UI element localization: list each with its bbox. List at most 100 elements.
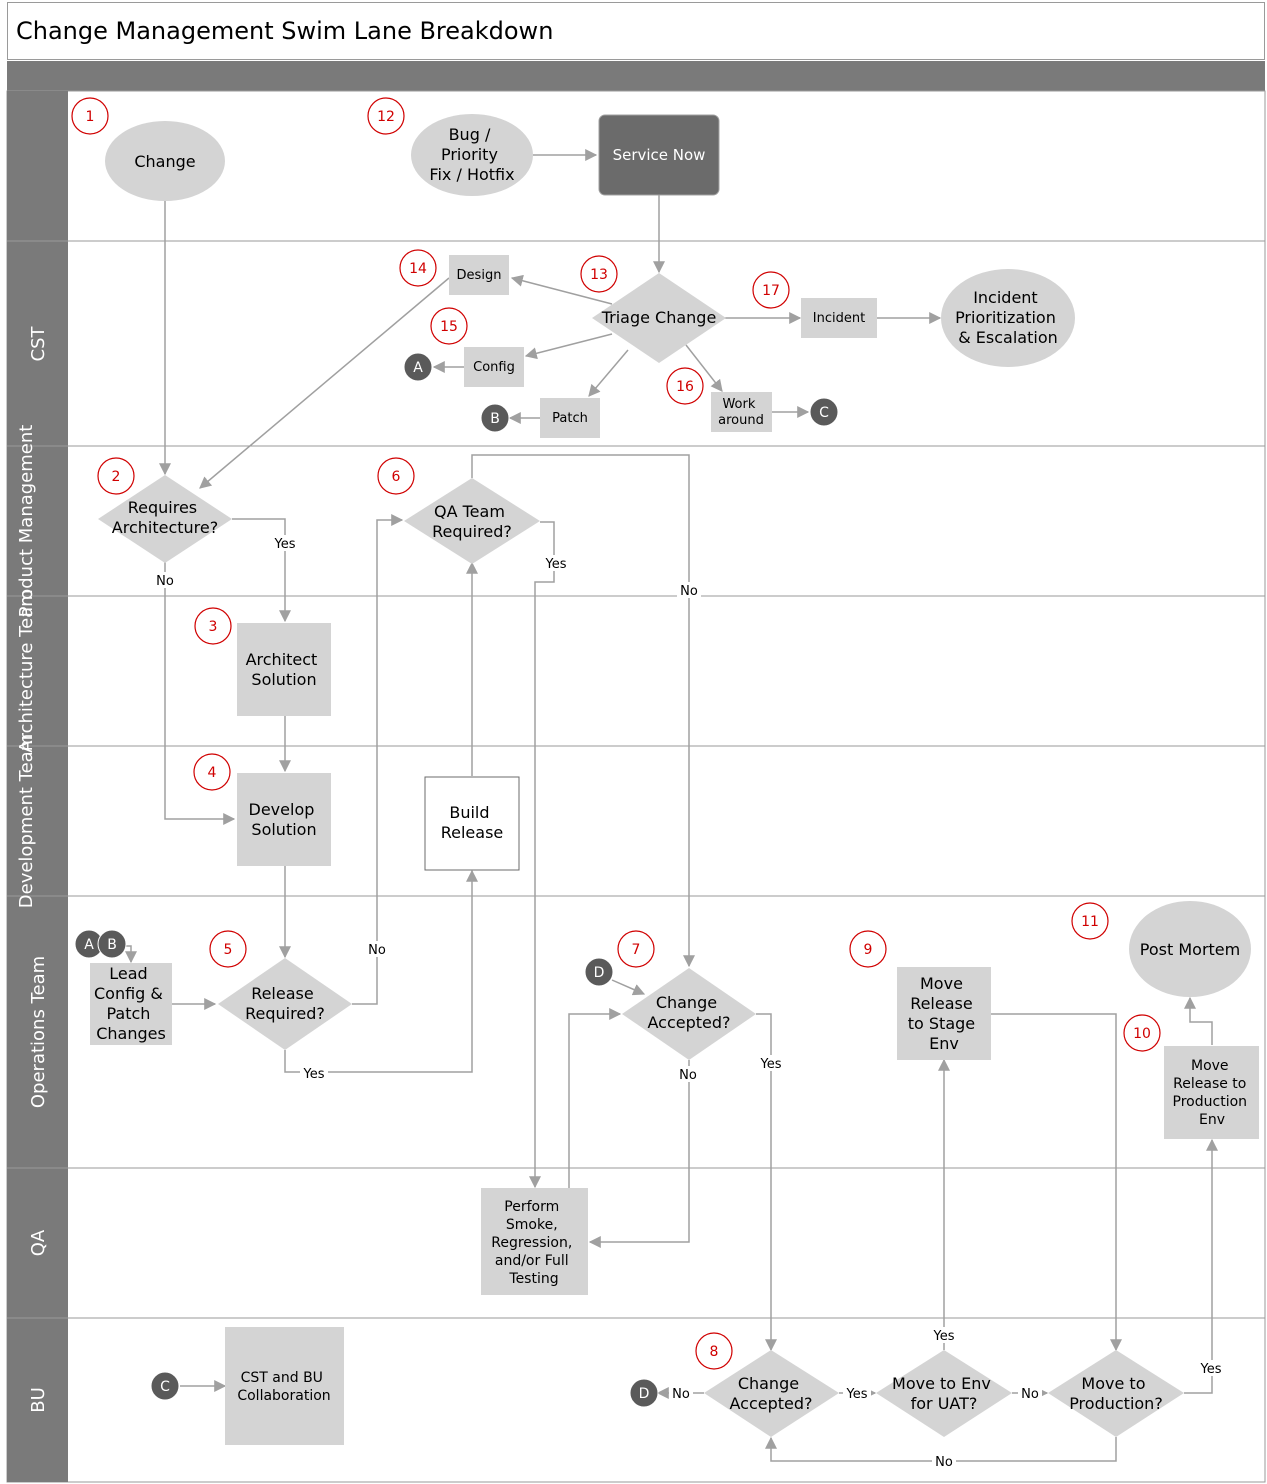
testing-line-1: Perform bbox=[504, 1199, 559, 1215]
step-badge-14: 14 bbox=[399, 249, 437, 287]
move-uat-line-2: for UAT? bbox=[911, 1394, 978, 1413]
testing-line-5: Testing bbox=[508, 1271, 558, 1287]
connector-b-ops bbox=[97, 929, 127, 959]
build-release-label: Build Release bbox=[441, 803, 504, 842]
connector-a-config bbox=[403, 352, 433, 382]
connector-d-bu-label: D bbox=[639, 1386, 650, 1402]
bug-fix-node bbox=[411, 114, 533, 196]
incident-prio-line-2: Prioritization bbox=[955, 308, 1056, 327]
build-release-node bbox=[424, 776, 520, 871]
release-required-node bbox=[218, 958, 352, 1050]
step-badge-5-text: 5 bbox=[224, 942, 233, 958]
change-accepted-ops-line-2: Accepted? bbox=[647, 1013, 730, 1032]
lead-config-line-3: Patch bbox=[106, 1004, 150, 1023]
label-no-release: No bbox=[368, 943, 386, 958]
incident-prio-line-1: Incident bbox=[973, 288, 1038, 307]
incident-prioritization-label: Incident Prioritization & Escalation bbox=[955, 288, 1061, 347]
step-badge-6-text: 6 bbox=[392, 469, 401, 485]
step-badge-1: 1 bbox=[71, 97, 109, 135]
move-production-env-label: Move Release to Production Env bbox=[1173, 1058, 1252, 1128]
lane-labels-column: CST Product Management Architecture Team… bbox=[7, 91, 68, 1482]
step-badge-13-text: 13 bbox=[590, 267, 608, 283]
requires-architecture-label: Requires Architecture? bbox=[112, 498, 218, 537]
move-stage-line-2: Release bbox=[910, 994, 973, 1013]
qa-team-required-label: QA Team Required? bbox=[432, 502, 512, 541]
step-badge-9-text: 9 bbox=[864, 942, 873, 958]
requires-arch-line-2: Architecture? bbox=[112, 518, 218, 537]
lane-label-architecture-team: Architecture Team bbox=[16, 589, 37, 753]
workaround-node bbox=[711, 392, 772, 432]
move-to-production-node bbox=[1048, 1350, 1184, 1437]
arrow-release-required-no bbox=[352, 514, 404, 1005]
arrow-requires-arch-no bbox=[164, 562, 236, 825]
move-prod-line-1: Move bbox=[1191, 1058, 1229, 1074]
step-badge-16-text: 16 bbox=[676, 379, 694, 395]
page-title: Change Management Swim Lane Breakdown bbox=[16, 17, 554, 45]
lane-label-cst: CST bbox=[28, 326, 49, 362]
label-yes-arch: Yes bbox=[274, 537, 296, 552]
step-badge-4: 4 bbox=[193, 753, 231, 791]
label-no-arch: No bbox=[156, 574, 174, 589]
change-accepted-ops-node bbox=[622, 968, 756, 1060]
move-uat-line-1: Move to Env bbox=[892, 1374, 991, 1393]
step-badge-3-text: 3 bbox=[209, 619, 218, 635]
incident-prio-line-3: & Escalation bbox=[958, 328, 1058, 347]
arrow-triage-to-workaround bbox=[685, 344, 723, 392]
step-badge-8: 8 bbox=[695, 1332, 733, 1370]
arrow-stage-to-move-production bbox=[991, 1013, 1122, 1352]
cst-bu-line-2: Collaboration bbox=[237, 1388, 330, 1404]
change-accepted-ops-label: Change Accepted? bbox=[647, 993, 730, 1032]
move-prod-line-3: Production bbox=[1173, 1094, 1247, 1110]
release-required-line-1: Release bbox=[251, 984, 314, 1003]
step-badge-6: 6 bbox=[377, 457, 415, 495]
connectors: A B C A B D C D bbox=[74, 352, 839, 1408]
step-badge-11-text: 11 bbox=[1081, 914, 1099, 930]
requires-arch-line-1: Requires bbox=[128, 498, 197, 517]
architect-line-1: Architect bbox=[246, 650, 318, 669]
lead-config-line-4: Changes bbox=[96, 1024, 166, 1043]
config-label: Config bbox=[473, 360, 515, 375]
post-mortem-label: Post Mortem bbox=[1140, 940, 1240, 959]
label-no-bu-accepted: No bbox=[672, 1387, 690, 1402]
arrow-triage-to-patch bbox=[588, 349, 629, 397]
post-mortem-node bbox=[1129, 901, 1251, 997]
arrow-move-production-yes bbox=[1184, 1138, 1218, 1394]
lead-config-line-1: Lead bbox=[109, 964, 147, 983]
step-badge-12: 12 bbox=[367, 97, 405, 135]
triage-change-node bbox=[592, 273, 726, 363]
connector-b-patch bbox=[480, 403, 510, 433]
step-badge-1-text: 1 bbox=[86, 109, 95, 125]
arrow-triage-to-config bbox=[524, 333, 613, 360]
architect-solution-node bbox=[237, 623, 331, 716]
step-badge-10: 10 bbox=[1123, 1014, 1161, 1052]
change-accepted-bu-line-2: Accepted? bbox=[729, 1394, 812, 1413]
arrow-change-accepted-no bbox=[588, 1060, 690, 1248]
step-badge-2: 2 bbox=[97, 457, 135, 495]
step-badge-15: 15 bbox=[430, 307, 468, 345]
triage-change-label: Triage Change bbox=[601, 308, 717, 327]
label-no-qa: No bbox=[680, 584, 698, 599]
lane-label-development-team: Development Team bbox=[16, 734, 37, 908]
label-yes-accepted: Yes bbox=[760, 1057, 782, 1072]
connector-c-bu-label: C bbox=[160, 1379, 170, 1395]
title-box: Change Management Swim Lane Breakdown bbox=[7, 2, 1265, 60]
arrow-change-accepted-yes bbox=[756, 1013, 777, 1352]
develop-solution-label: Develop Solution bbox=[249, 800, 320, 839]
move-stage-line-1: Move bbox=[920, 974, 963, 993]
move-to-production-line-1: Move to bbox=[1081, 1374, 1145, 1393]
step-badge-11: 11 bbox=[1071, 902, 1109, 940]
lead-config-label: Lead Config & Patch Changes bbox=[94, 964, 168, 1043]
header-bar bbox=[7, 61, 1265, 91]
connector-a-config-label: A bbox=[413, 360, 423, 376]
incident-node bbox=[801, 298, 877, 338]
design-label: Design bbox=[457, 268, 502, 283]
lane-label-architecture-team-text: Architecture Team bbox=[16, 589, 37, 753]
build-line-1: Build bbox=[449, 803, 489, 822]
flow-arrows bbox=[125, 149, 1218, 1462]
step-badge-14-text: 14 bbox=[409, 261, 427, 277]
connector-d-ops-label: D bbox=[594, 965, 605, 981]
step-badge-15-text: 15 bbox=[440, 319, 458, 335]
design-node bbox=[449, 255, 509, 295]
change-start-label: Change bbox=[134, 152, 195, 171]
